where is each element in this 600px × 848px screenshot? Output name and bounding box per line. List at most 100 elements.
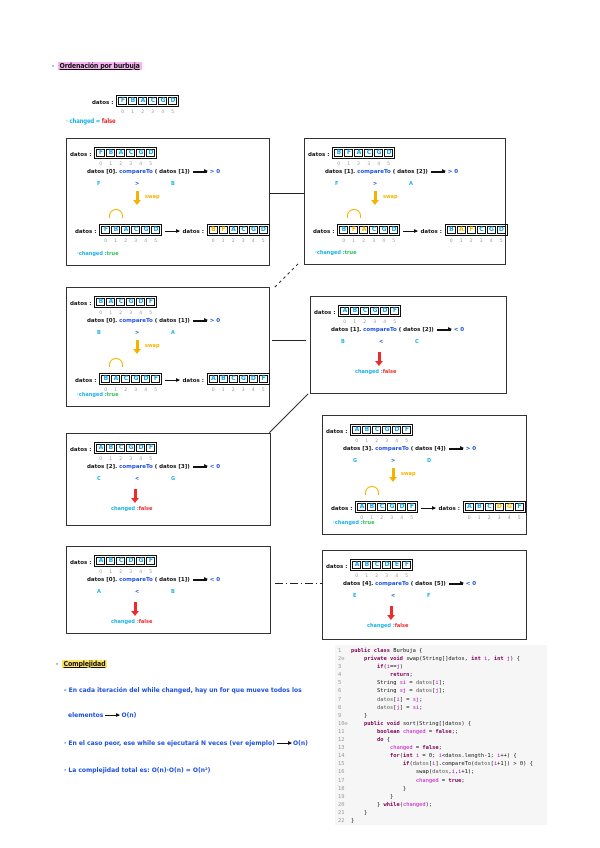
arrow-icon — [192, 169, 208, 174]
code-token: ( — [409, 761, 413, 768]
index-label: 1 — [109, 311, 113, 316]
compared-value: F — [335, 181, 339, 187]
array-cell: D — [384, 148, 394, 157]
array-cell: D — [248, 374, 258, 383]
index-label: 4 — [139, 570, 143, 575]
compared-value: D — [427, 458, 432, 464]
changed-status: changed : false — [111, 619, 152, 625]
code-token: } — [351, 793, 394, 800]
compare-left: datos [1]. — [325, 169, 358, 175]
changed-status: ·changed : true — [77, 392, 118, 398]
array-cell: B — [101, 374, 111, 383]
compare-right: ( datos [3]) — [152, 464, 190, 470]
index-label: 3 — [241, 239, 245, 244]
code-token: ; — [419, 696, 423, 703]
index-label: 4 — [144, 239, 148, 244]
index-label: 0 — [449, 239, 453, 244]
index-label: 3 — [129, 570, 133, 575]
index-label: 4 — [251, 239, 255, 244]
code-token: changed — [402, 728, 426, 735]
array-label: datos : — [314, 309, 336, 316]
complexity-title: Complejidad — [61, 660, 108, 668]
array-cell: D — [382, 560, 392, 569]
complexity-line-3: · La complejidad total es: O(n)·O(n) = O… — [64, 767, 211, 774]
complexity-line-1: - En cada iteración del while changed, h… — [64, 687, 302, 694]
code-token: i — [415, 753, 420, 760]
swap-label: swap — [145, 343, 160, 349]
code-token: ; — [419, 704, 423, 711]
array-cell: C — [116, 443, 126, 452]
compared-value: B — [341, 339, 345, 345]
array-cell: B — [362, 425, 372, 434]
compare-text: datos [1]. compareTo ( datos [2]) — [331, 327, 434, 333]
code-token: si — [412, 704, 420, 711]
changed-status: changed : false — [367, 623, 408, 629]
array-label: datos : — [313, 228, 335, 235]
line-number: 4 — [338, 672, 342, 679]
code-token: [ — [393, 704, 397, 711]
array-label: datos : — [326, 428, 348, 435]
array-cell: B — [218, 374, 228, 383]
index-label: 1 — [353, 320, 357, 325]
changed-label: changed : — [111, 506, 139, 512]
changed-status: changed : false — [355, 369, 396, 375]
code-token: datos — [376, 696, 394, 703]
index-label: 1 — [347, 162, 351, 167]
array-cell: B — [474, 502, 484, 511]
code-line: 10⊖ public void sort(String[]datos) { — [335, 720, 547, 728]
code-token: changed — [402, 801, 426, 808]
code-token: ) { — [510, 656, 520, 663]
array-cell: C — [228, 374, 238, 383]
line-number: 17 — [338, 777, 345, 784]
array-cell: G — [158, 96, 168, 105]
changed-label: ·changed : — [77, 251, 107, 257]
code-token: = 0; — [419, 753, 439, 760]
array-cell: F — [344, 148, 354, 157]
code-token: Burbuja { — [393, 648, 423, 654]
compared-value: B — [171, 181, 175, 187]
array-cell: C — [360, 306, 370, 315]
code-text: do { — [351, 736, 390, 744]
index-label: 5 — [149, 162, 153, 167]
code-text: } — [351, 712, 367, 720]
index-label: 1 — [365, 439, 369, 444]
index-label: 2 — [487, 516, 491, 521]
array-cell: A — [106, 297, 116, 306]
array-label: datos : — [308, 151, 330, 158]
swap-arrow-icon — [371, 191, 379, 205]
code-token: datos — [376, 704, 394, 711]
down-arrow-icon — [131, 489, 139, 503]
index-label: 0 — [355, 439, 359, 444]
array-cell: A — [357, 502, 367, 511]
index-label: 0 — [343, 320, 347, 325]
changed-label: changed : — [355, 369, 383, 375]
code-token: i — [497, 753, 501, 760]
index-label: 3 — [129, 311, 133, 316]
array-cell: A — [359, 225, 369, 234]
code-token: i — [396, 696, 400, 703]
array-cell: E — [392, 560, 402, 569]
index-label: 2 — [124, 239, 128, 244]
code-line: 12 do { — [335, 736, 547, 744]
complexity-line-2: · En el caso peor, ese while se ejecutar… — [64, 740, 308, 747]
index-label: 4 — [161, 110, 165, 115]
array-cell: G — [382, 425, 392, 434]
code-token: j — [506, 656, 511, 663]
code-token: ; — [409, 672, 413, 679]
changed-value: false — [138, 506, 153, 512]
line-number: 2⊖ — [338, 656, 345, 663]
array-cell: A — [340, 306, 350, 315]
code-line: 5 String si = datos[i]; — [335, 679, 547, 687]
code-token: public class — [351, 648, 394, 654]
